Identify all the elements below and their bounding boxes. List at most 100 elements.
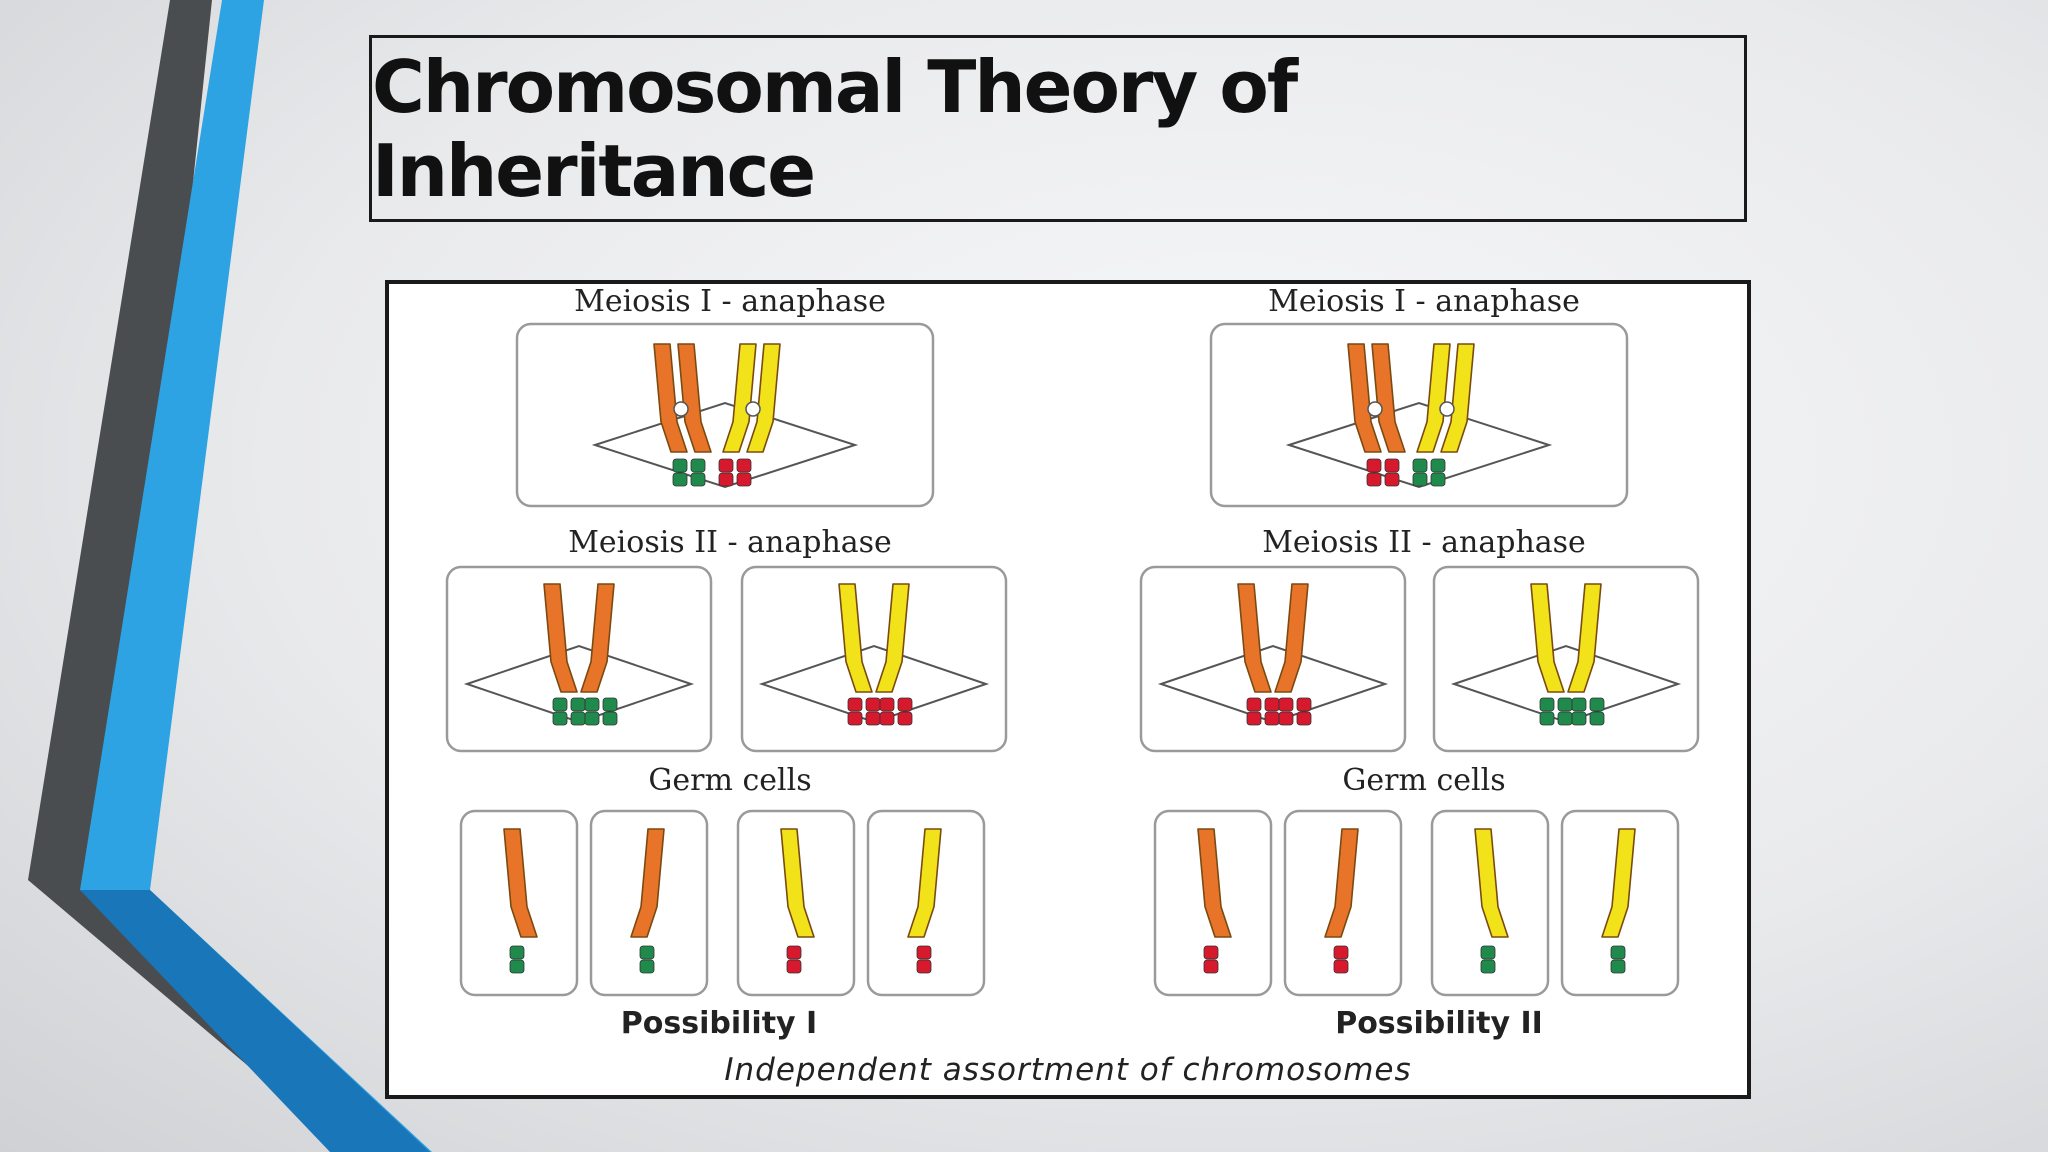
meiosis1-centromere-right-right (1439, 401, 1455, 417)
meiosis1-blob-right-left-b (736, 458, 752, 473)
meiosis2-right-a-blob-1-d (1264, 711, 1280, 726)
meiosis2-left-b-blob-2-d (897, 711, 913, 726)
meiosis1-blob-right-right-d (1430, 472, 1446, 487)
meiosis1-blob-left-right-a (1366, 458, 1382, 473)
decor-blue-stripe (80, 0, 432, 1152)
germ-cell-8-chromatid (1601, 828, 1636, 938)
meiosis1-orange-chromatid-2-left (677, 343, 712, 453)
germ-cell-6-chromatid (1324, 828, 1359, 938)
meiosis2-right-b-blob-1-d (1557, 711, 1573, 726)
meiosis2-right-b-blob-2-d (1589, 711, 1605, 726)
germ-cell-2-chromatid (630, 828, 665, 938)
meiosis1-orange-chromatid-2-right (1371, 343, 1406, 453)
label-meiosis1-right: Meiosis I - anaphase (1268, 284, 1580, 319)
meiosis2-right-b-blob-2-b (1589, 697, 1605, 712)
meiosis2-left-b-blob-2-b (897, 697, 913, 712)
meiosis2-left-b-blob-1-b (865, 697, 881, 712)
meiosis2-left-a-blob-2-b (602, 697, 618, 712)
meiosis1-cell-left (515, 322, 935, 508)
meiosis2-right-a-chromatid-1 (1237, 583, 1272, 693)
germ-cell-7-blob-a (1480, 945, 1496, 960)
meiosis2-right-a-chromatid-2 (1274, 583, 1309, 693)
meiosis2-left-a-blob-1-d (570, 711, 586, 726)
meiosis2-right-a-blob-1-b (1264, 697, 1280, 712)
germ-cell-2-blob-b (639, 959, 655, 974)
meiosis2-left-a-chromatid-1 (543, 583, 578, 693)
germ-cell-7-chromatid (1474, 828, 1509, 938)
meiosis2-right-a-cell (1139, 565, 1407, 753)
meiosis2-right-a-blob-1-a (1246, 697, 1262, 712)
meiosis2-left-a-blob-1-a (552, 697, 568, 712)
meiosis2-left-a-blob-1-b (570, 697, 586, 712)
meiosis1-blob-right-right-a (1412, 458, 1428, 473)
meiosis2-right-a-blob-1-c (1246, 711, 1262, 726)
meiosis1-blob-right-left-d (736, 472, 752, 487)
meiosis1-blob-left-right-d (1384, 472, 1400, 487)
meiosis2-left-b-chromatid-1 (838, 583, 873, 693)
label-meiosis2-right: Meiosis II - anaphase (1262, 525, 1586, 560)
germ-cell-4-blob-b (916, 959, 932, 974)
meiosis2-left-b-blob-1-c (847, 711, 863, 726)
meiosis1-blob-right-right-c (1412, 472, 1428, 487)
meiosis2-left-a-spindle (463, 644, 695, 724)
meiosis2-right-b-chromatid-2 (1567, 583, 1602, 693)
meiosis2-left-b-spindle (758, 644, 990, 724)
meiosis2-left-b-blob-2-c (879, 711, 895, 726)
decor-blue-triangle (80, 890, 430, 1152)
meiosis1-orange-chromatid-1-right (1347, 343, 1382, 453)
meiosis2-right-a-blob-2-c (1278, 711, 1294, 726)
meiosis2-left-b-cell (740, 565, 1008, 753)
germ-cell-6-blob-a (1333, 945, 1349, 960)
germ-cell-4-chromatid (907, 828, 942, 938)
meiosis2-right-b-blob-1-b (1557, 697, 1573, 712)
meiosis2-right-a-blob-2-b (1296, 697, 1312, 712)
meiosis1-blob-left-right-b (1384, 458, 1400, 473)
meiosis1-yellow-chromatid-2-left (746, 343, 781, 453)
germ-cell-4-blob-a (916, 945, 932, 960)
germ-cell-1-chromatid (503, 828, 538, 938)
germ-cell-1-blob-a (509, 945, 525, 960)
meiosis2-left-b-blob-2-a (879, 697, 895, 712)
figure-caption: Independent assortment of chromosomes (724, 1052, 1412, 1088)
meiosis1-centromere-right-left (745, 401, 761, 417)
meiosis1-blob-right-right-b (1430, 458, 1446, 473)
meiosis2-right-a-blob-2-d (1296, 711, 1312, 726)
label-germ-cells-left: Germ cells (648, 763, 812, 798)
meiosis1-centromere-left-left (673, 401, 689, 417)
meiosis1-blob-left-left-b (690, 458, 706, 473)
meiosis2-right-b-blob-2-c (1571, 711, 1587, 726)
meiosis1-blob-right-left-c (718, 472, 734, 487)
meiosis2-left-b-chromatid-2 (875, 583, 910, 693)
meiosis1-blob-right-left-a (718, 458, 734, 473)
germ-cell-8-blob-b (1610, 959, 1626, 974)
meiosis2-left-a-blob-2-d (602, 711, 618, 726)
meiosis2-left-a-blob-1-c (552, 711, 568, 726)
meiosis1-blob-left-left-a (672, 458, 688, 473)
meiosis2-right-a-blob-2-a (1278, 697, 1294, 712)
meiosis2-right-b-blob-1-a (1539, 697, 1555, 712)
label-meiosis2-left: Meiosis II - anaphase (568, 525, 892, 560)
label-possibility-1: Possibility I (620, 1006, 818, 1041)
meiosis1-yellow-chromatid-2-right (1440, 343, 1475, 453)
label-germ-cells-right: Germ cells (1342, 763, 1506, 798)
meiosis2-left-a-cell (445, 565, 713, 753)
meiosis2-right-b-blob-2-a (1571, 697, 1587, 712)
germ-cell-8-blob-a (1610, 945, 1626, 960)
meiosis1-yellow-chromatid-1-left (722, 343, 757, 453)
germ-cell-3-blob-a (786, 945, 802, 960)
meiosis1-cell-right (1209, 322, 1629, 508)
germ-cell-1-blob-b (509, 959, 525, 974)
meiosis2-left-a-blob-2-c (584, 711, 600, 726)
meiosis1-orange-chromatid-1-left (653, 343, 688, 453)
title-box: Chromosomal Theory of Inheritance (369, 35, 1747, 222)
label-possibility-2: Possibility II (1335, 1006, 1543, 1041)
meiosis2-right-b-spindle (1450, 644, 1682, 724)
germ-cell-5-blob-a (1203, 945, 1219, 960)
meiosis2-right-b-chromatid-1 (1530, 583, 1565, 693)
meiosis2-left-a-blob-2-a (584, 697, 600, 712)
meiosis1-blob-left-left-c (672, 472, 688, 487)
germ-cell-5-blob-b (1203, 959, 1219, 974)
meiosis1-blob-left-left-d (690, 472, 706, 487)
label-meiosis1-left: Meiosis I - anaphase (574, 284, 886, 319)
meiosis2-right-a-spindle (1157, 644, 1389, 724)
